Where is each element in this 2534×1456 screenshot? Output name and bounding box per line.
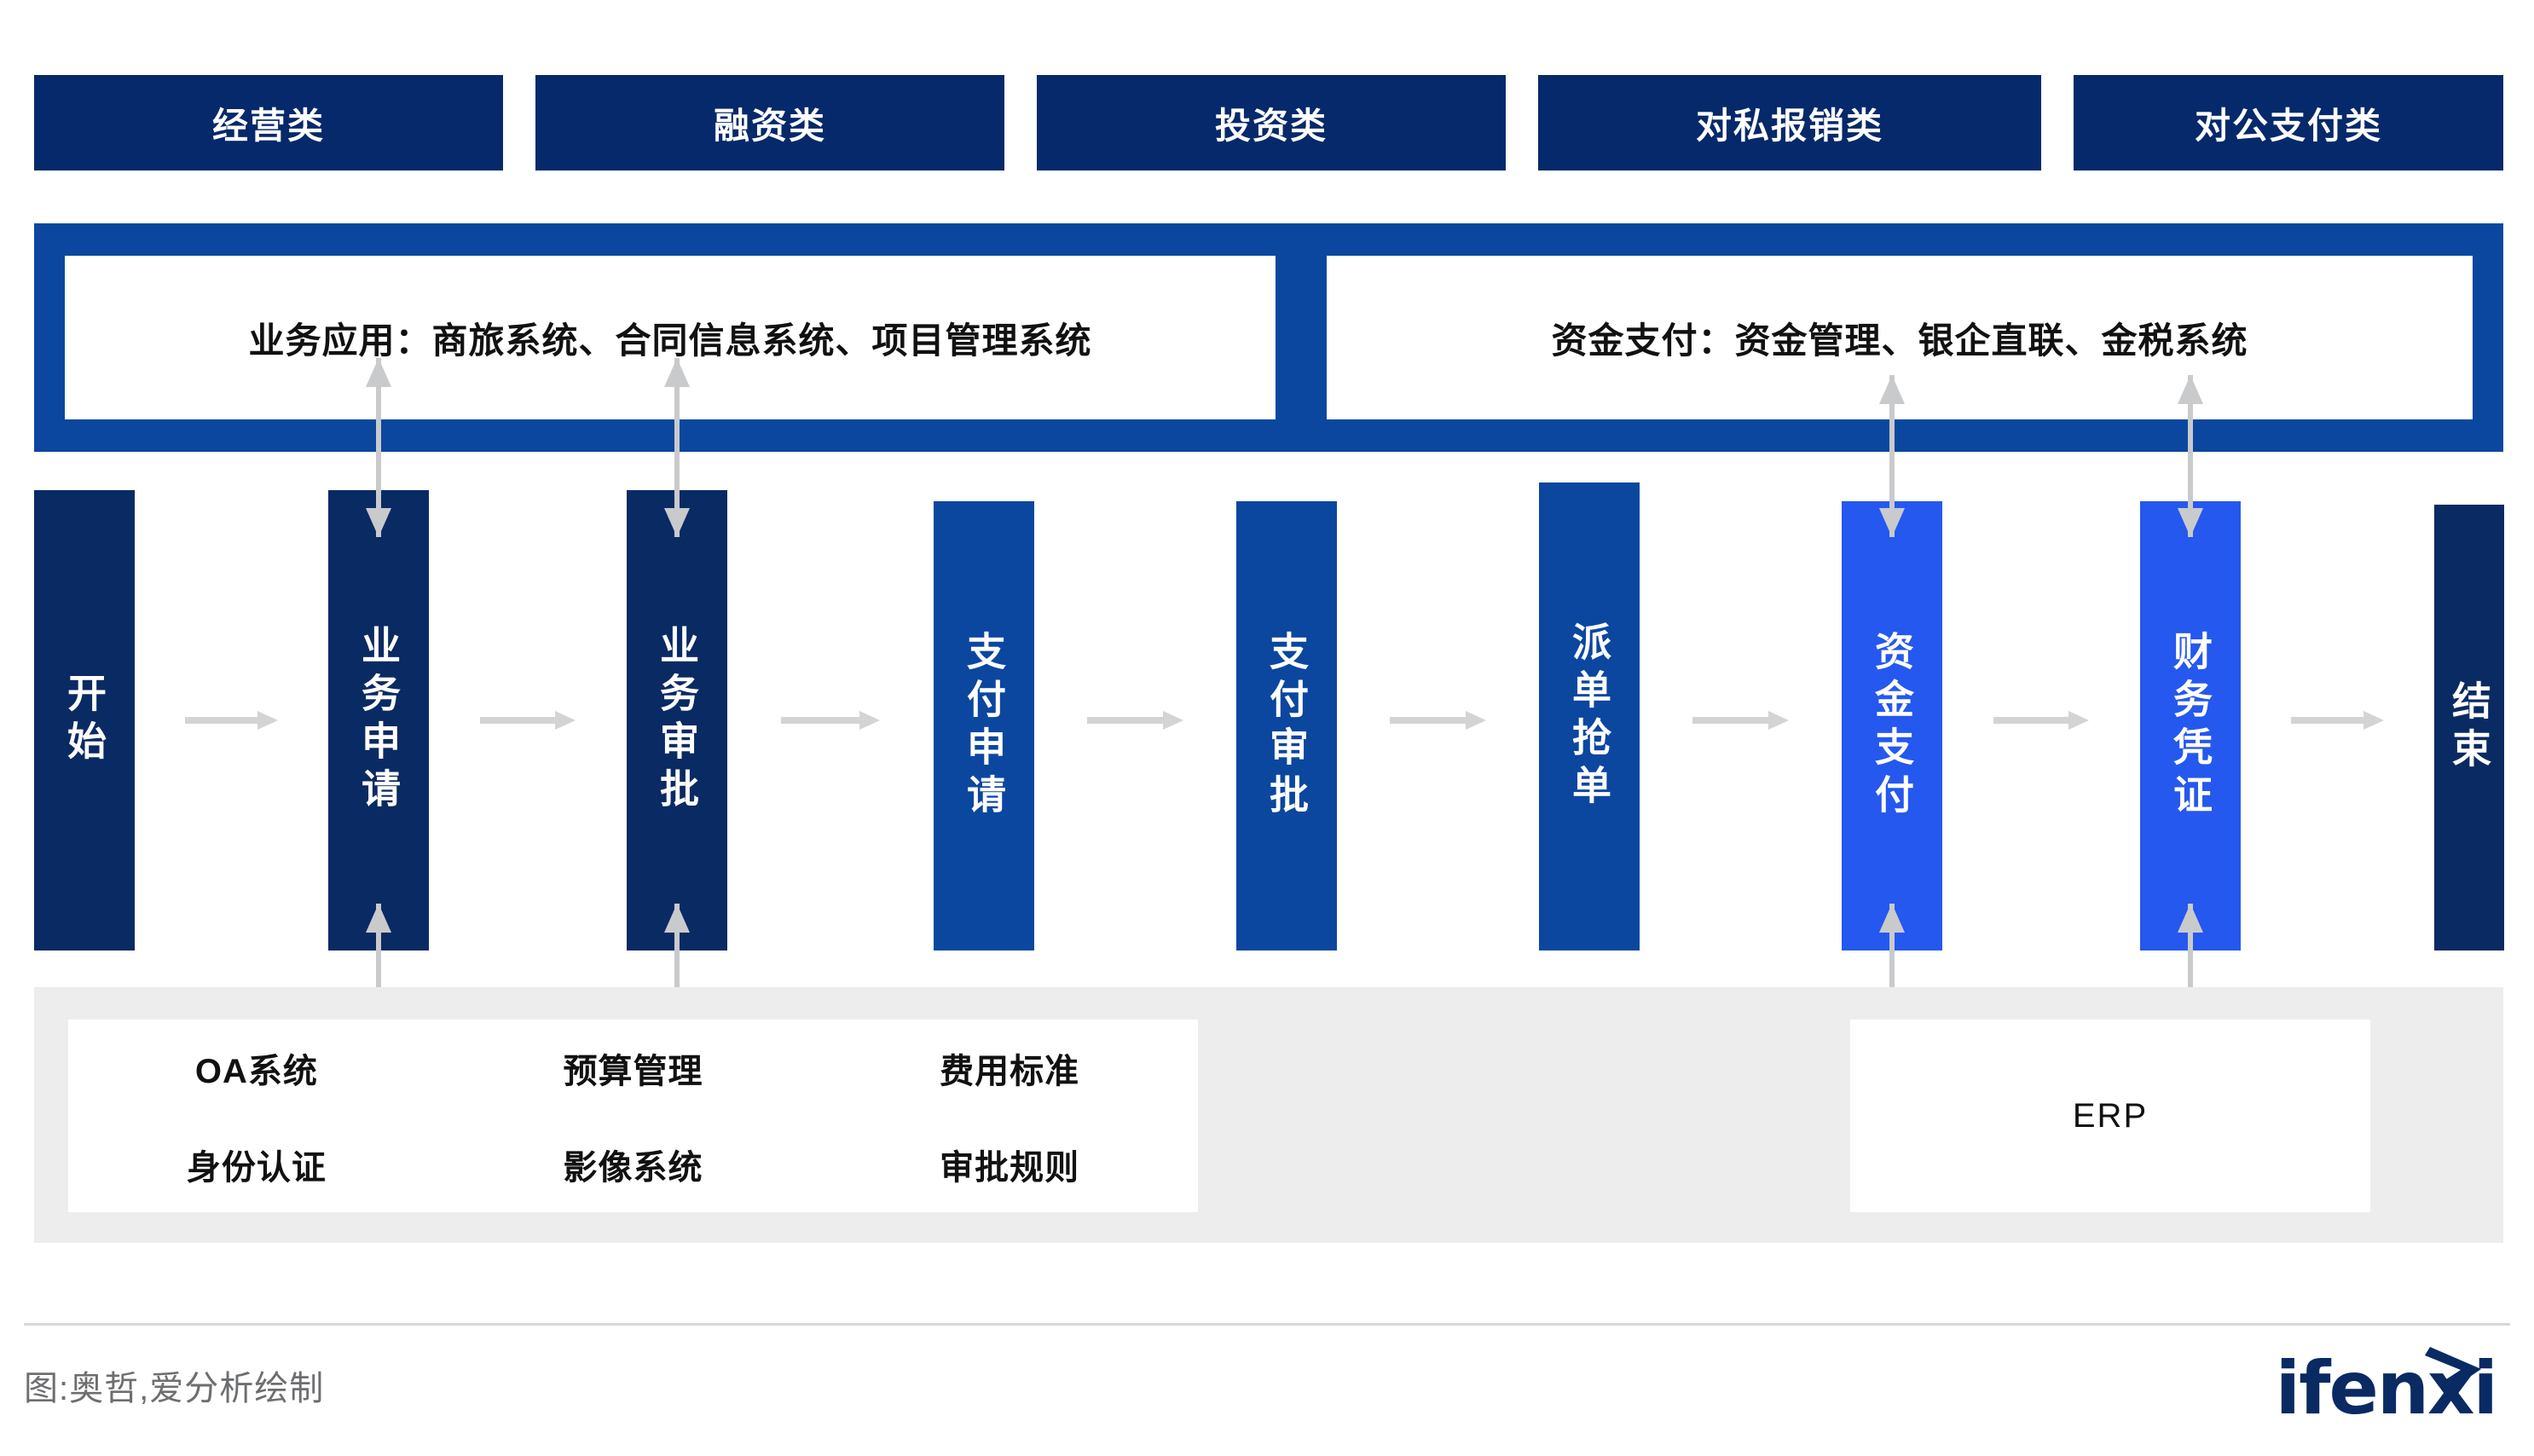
- footer-divider: [24, 1323, 2510, 1326]
- flow-arrow-right-icon: [1993, 711, 2089, 730]
- category-chip-personal-reimbursement[interactable]: 对私报销类: [1538, 75, 2041, 170]
- process-step-6[interactable]: 派单抢单: [1539, 482, 1640, 950]
- process-step-label: 财务凭证: [2168, 630, 2213, 822]
- category-chip-financing[interactable]: 融资类: [535, 75, 1004, 170]
- fund-payment-label: 资金支付：资金管理、银企直联、金税系统: [1551, 320, 2248, 361]
- process-step-3[interactable]: 业务审批: [627, 490, 727, 950]
- process-step-label: 开始: [62, 673, 107, 768]
- process-step-5[interactable]: 支付审批: [1236, 501, 1337, 950]
- flow-arrow-right-icon: [185, 711, 278, 730]
- process-step-4[interactable]: 支付申请: [934, 501, 1034, 950]
- link-arrow-vertical-icon: [2178, 375, 2203, 537]
- process-step-2[interactable]: 业务申请: [328, 490, 429, 950]
- shared-service-item[interactable]: 影像系统: [563, 1148, 703, 1187]
- ifenxi-logo: ifenxi: [2276, 1347, 2498, 1425]
- shared-service-item[interactable]: OA系统: [194, 1052, 318, 1090]
- category-chip-corporate-payment[interactable]: 对公支付类: [2074, 75, 2503, 170]
- process-step-1[interactable]: 开始: [34, 490, 135, 950]
- flow-arrow-right-icon: [2291, 711, 2384, 730]
- shared-service-item[interactable]: 审批规则: [940, 1148, 1080, 1187]
- flow-arrow-right-icon: [1390, 711, 1486, 730]
- process-step-8[interactable]: 财务凭证: [2140, 501, 2241, 950]
- flow-arrow-right-icon: [781, 711, 880, 730]
- category-chip-label: 对私报销类: [1695, 105, 1883, 146]
- shared-service-item[interactable]: 预算管理: [563, 1052, 703, 1090]
- shared-service-item[interactable]: 费用标准: [940, 1052, 1080, 1090]
- process-step-label: 支付审批: [1264, 630, 1309, 822]
- process-step-label: 业务申请: [356, 625, 401, 816]
- source-caption: 图:奥哲,爱分析绘制: [24, 1370, 325, 1407]
- shared-services-grid: OA系统 预算管理 费用标准身份认证 影像系统 审批规则: [68, 1020, 1198, 1212]
- ifenxi-chevron-mark: [2425, 1347, 2481, 1391]
- process-step-label: 业务审批: [655, 625, 699, 816]
- process-step-7[interactable]: 资金支付: [1842, 501, 1942, 950]
- category-row: 经营类 融资类 投资类 对私报销类 对公支付类: [0, 75, 2534, 170]
- category-chip-label: 对公支付类: [2194, 105, 2382, 146]
- category-chip-operations[interactable]: 经营类: [34, 75, 503, 170]
- process-step-9[interactable]: 结束: [2434, 505, 2504, 950]
- process-step-label: 结束: [2447, 679, 2491, 776]
- link-arrow-vertical-icon: [1879, 375, 1905, 537]
- erp-box[interactable]: ERP: [1850, 1020, 2370, 1212]
- category-chip-label: 融资类: [713, 105, 826, 146]
- process-step-label: 资金支付: [1870, 630, 1914, 822]
- flow-arrow-right-icon: [480, 711, 576, 730]
- business-application-box[interactable]: 业务应用：商旅系统、合同信息系统、项目管理系统: [65, 256, 1276, 419]
- process-step-label: 派单抢单: [1567, 621, 1611, 812]
- business-application-label: 业务应用：商旅系统、合同信息系统、项目管理系统: [248, 320, 1092, 361]
- category-chip-label: 经营类: [211, 105, 325, 146]
- category-chip-label: 投资类: [1214, 105, 1328, 146]
- flow-arrow-right-icon: [1087, 711, 1183, 730]
- shared-service-item[interactable]: 身份认证: [186, 1148, 327, 1187]
- flow-arrow-right-icon: [1692, 711, 1789, 730]
- link-arrow-vertical-icon: [366, 358, 391, 537]
- platform-panel: OA系统 预算管理 费用标准身份认证 影像系统 审批规则 ERP: [34, 987, 2503, 1243]
- shared-services-box[interactable]: OA系统 预算管理 费用标准身份认证 影像系统 审批规则: [68, 1020, 1198, 1212]
- process-step-label: 支付申请: [962, 630, 1006, 822]
- category-chip-investment[interactable]: 投资类: [1037, 75, 1506, 170]
- erp-label: ERP: [2072, 1096, 2149, 1135]
- link-arrow-vertical-icon: [664, 358, 690, 537]
